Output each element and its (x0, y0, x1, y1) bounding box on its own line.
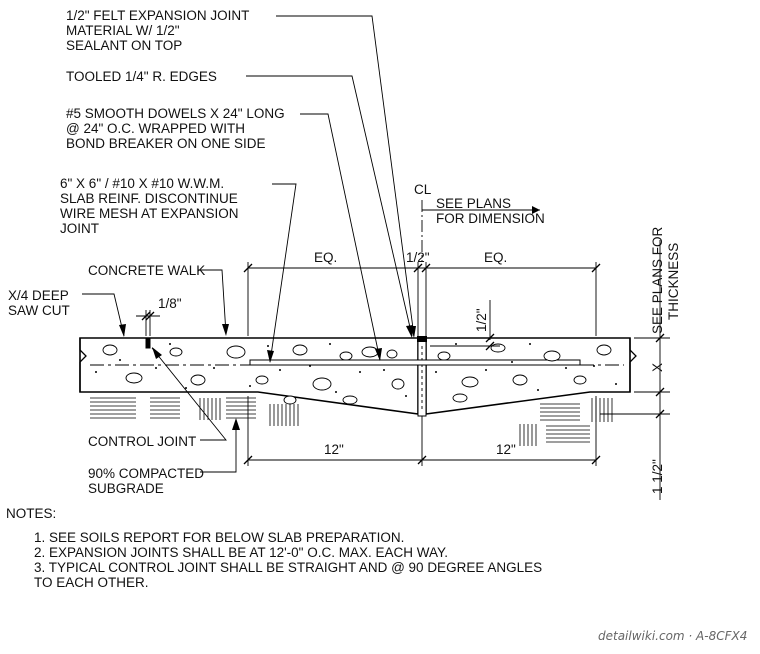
subgrade-left (90, 397, 299, 426)
slab-right-break (629, 338, 637, 392)
label-felt-joint: 1/2" FELT EXPANSION JOINT MATERIAL W/ 1/… (66, 8, 253, 53)
label-centerline: CL (414, 182, 432, 197)
label-saw-cut: X/4 DEEP SAW CUT (8, 288, 72, 318)
arrow-dowel (375, 348, 382, 361)
leader-control (151, 347, 227, 441)
leader-walk (198, 269, 227, 335)
slab-left-break (79, 338, 87, 392)
label-control-joint: CONTROL JOINT (88, 434, 196, 449)
label-concrete-walk: CONCRETE WALK (88, 263, 205, 278)
label-twelve-left: 12" (324, 442, 344, 457)
label-dowels: #5 SMOOTH DOWELS X 24" LONG @ 24" O.C. W… (66, 106, 288, 151)
arrow-tooled (406, 325, 413, 338)
label-tooled-edges: TOOLED 1/4" R. EDGES (66, 69, 217, 84)
label-one-eighth: 1/8" (158, 296, 182, 311)
leader-tooled (246, 75, 413, 337)
twelve-ticks (243, 455, 601, 465)
notes-heading: NOTES: (6, 506, 56, 521)
thk-ticks (655, 333, 665, 419)
arrow-walk (222, 324, 229, 336)
dowel-bar (249, 359, 581, 366)
label-x: X (650, 363, 665, 372)
note-1: 1. SEE SOILS REPORT FOR BELOW SLAB PREPA… (34, 530, 404, 545)
arrow-control (152, 347, 162, 359)
leader-subgrade (200, 420, 237, 473)
subgrade-hatch (90, 397, 613, 446)
label-see-plans-thickness: SEE PLANS FOR THICKNESS (650, 223, 681, 334)
saw-cut (145, 338, 151, 349)
eighth-ticks (141, 311, 155, 321)
label-wwm: 6" X 6" / #10 X #10 W.W.M. SLAB REINF. D… (60, 176, 242, 236)
label-half-inch-vertical: 1/2" (474, 308, 489, 332)
credit-text: detailwiki.com · A-8CFX4 (598, 629, 747, 643)
subgrade-right (519, 398, 613, 446)
see-plans-arrow (532, 206, 540, 214)
notes: NOTES: 1. SEE SOILS REPORT FOR BELOW SLA… (6, 506, 542, 590)
leader-dowel (300, 113, 381, 361)
label-eq-right: EQ. (484, 250, 507, 265)
aggregate (102, 343, 612, 405)
eq-ticks (243, 263, 601, 273)
label-see-plans-dimension: SEE PLANS FOR DIMENSION (436, 196, 545, 226)
label-eq-left: EQ. (314, 250, 337, 265)
leader-felt (276, 15, 415, 337)
concrete-slab (79, 336, 637, 417)
sealant (417, 336, 427, 342)
dimensions (136, 200, 670, 500)
note-2: 2. EXPANSION JOINTS SHALL BE AT 12'-0" O… (34, 545, 448, 560)
arrow-wwm (267, 350, 274, 363)
label-twelve-right: 12" (496, 442, 516, 457)
label-half-inch-top: 1/2" (406, 250, 430, 265)
leader-sawcut (82, 293, 125, 337)
half-ticks (485, 333, 495, 351)
sand-dots (95, 343, 617, 397)
leader-wwm (269, 183, 297, 363)
label-subgrade: 90% COMPACTED SUBGRADE (88, 466, 208, 496)
label-one-half: 1 1/2" (650, 459, 665, 494)
arrow-subgrade (232, 418, 240, 430)
arrow-sawcut (119, 324, 126, 337)
leaders (82, 15, 416, 473)
note-3: 3. TYPICAL CONTROL JOINT SHALL BE STRAIG… (34, 560, 542, 575)
note-3-cont: TO EACH OTHER. (34, 575, 149, 590)
